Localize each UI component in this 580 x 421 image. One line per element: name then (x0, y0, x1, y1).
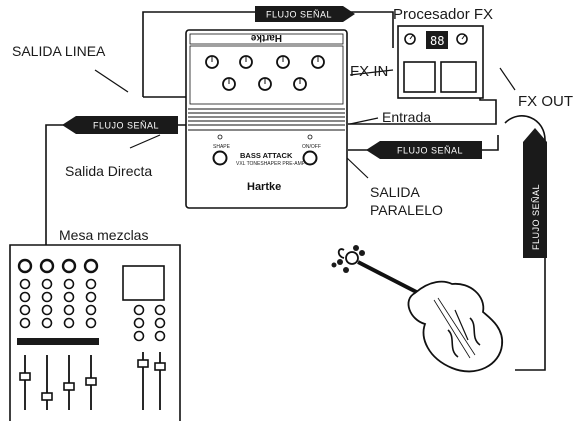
label-salida-linea: SALIDA LINEA (12, 43, 106, 59)
arrow-left: FLUJO SEÑAL (62, 116, 178, 134)
arrow-right: FLUJO SEÑAL (366, 141, 482, 159)
footswitch-shape[interactable] (212, 150, 228, 166)
fader-5[interactable] (137, 359, 149, 368)
pointer-entrada (349, 117, 379, 125)
mixer (9, 244, 181, 421)
fader-4[interactable] (85, 377, 97, 386)
bass-instrument (331, 245, 503, 373)
arrow-top: FLUJO SEÑAL (255, 6, 355, 22)
fx-display-value: 88 (430, 34, 444, 48)
switch-left-label: SHAPE (213, 144, 231, 150)
label-pointers (94, 67, 516, 179)
fx-processor: 88 (397, 25, 484, 99)
led-left (217, 134, 223, 140)
label-mesa-mezclas: Mesa mezclas (59, 227, 149, 243)
switch-right-label: ON/OFF (302, 144, 321, 150)
knob-ticks (211, 57, 319, 84)
fader-2[interactable] (41, 392, 53, 401)
fader-3[interactable] (63, 382, 75, 391)
fx-display (426, 31, 448, 49)
label-fx-out: FX OUT (518, 93, 573, 110)
label-salida-paralelo-1: SALIDA (370, 184, 420, 200)
mixer-bar (17, 338, 99, 345)
led-right (307, 134, 313, 140)
pedal-model-sub: VXL TONESHAPER PRE-AMP (236, 161, 306, 167)
arrow-top-label: FLUJO SEÑAL (266, 10, 332, 20)
footswitch-onoff[interactable] (302, 150, 318, 166)
arrow-vertical-label: FLUJO SEÑAL (531, 184, 541, 250)
pointer-salida-paralelo (345, 156, 369, 179)
pointer-salida-linea (94, 69, 129, 93)
pedal-brand-bottom: Hartke (247, 181, 281, 193)
pointer-fx-in (349, 69, 394, 76)
pedal-brand-top: Hartke (250, 32, 282, 43)
label-procesador-fx: Procesador FX (393, 6, 494, 23)
arrow-right-label: FLUJO SEÑAL (397, 146, 463, 156)
fx-footswitch-right[interactable] (440, 61, 477, 93)
fx-footswitch-left[interactable] (403, 61, 436, 93)
fader-1[interactable] (19, 372, 31, 381)
mixer-top-knobs (17, 258, 99, 274)
mixer-fader-caps (19, 359, 166, 401)
arrow-left-label: FLUJO SEÑAL (93, 121, 159, 131)
fader-6[interactable] (154, 362, 166, 371)
arrow-vertical: FLUJO SEÑAL (523, 128, 547, 258)
pedal-model: BASS ATTACK (240, 151, 293, 160)
label-fx-in: FX IN (350, 63, 389, 80)
mixer-meter (122, 265, 165, 301)
pedal-hinge (188, 108, 345, 131)
bass-attack-pedal: Hartke (185, 29, 348, 209)
label-entrada: Entrada (382, 109, 432, 125)
label-salida-paralelo-2: PARALELO (370, 202, 443, 218)
mixer-knob-grid (19, 278, 166, 342)
label-salida-directa: Salida Directa (65, 163, 153, 179)
pointer-fx-out (499, 67, 516, 91)
pointer-salida-directa (129, 134, 161, 149)
